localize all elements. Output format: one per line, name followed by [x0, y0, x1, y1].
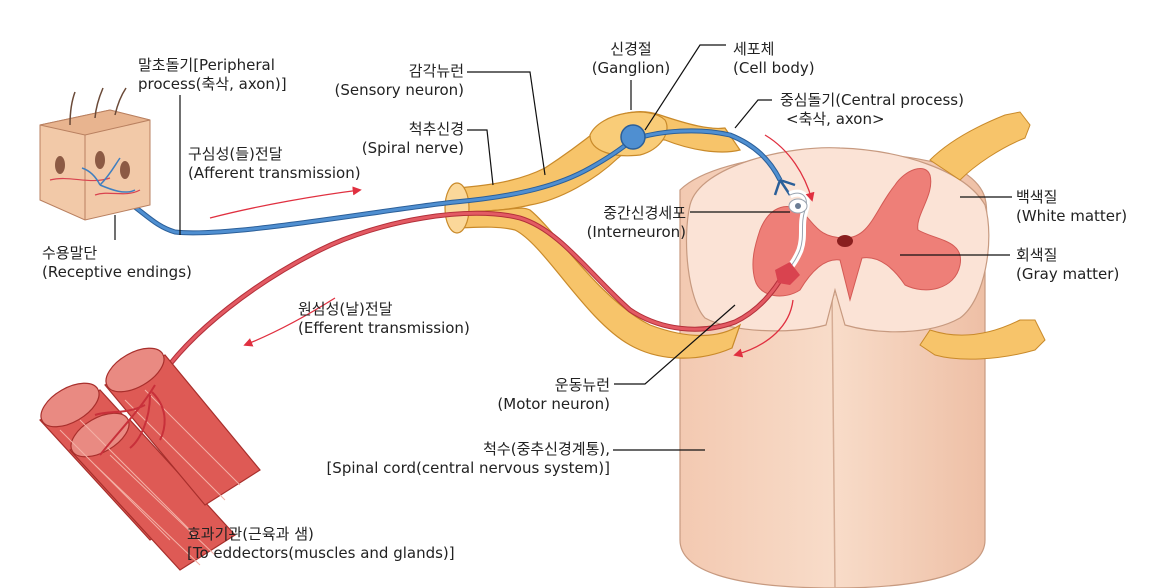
- label-ganglion: 신경절(Ganglion): [591, 40, 671, 77]
- cell-body: [620, 124, 646, 150]
- label-sensory-neuron: 감각뉴런(Sensory neuron): [334, 62, 464, 99]
- muscle-bundle: [39, 347, 261, 571]
- label-efferent-transmission: 원심성(날)전달(Efferent transmission): [298, 300, 470, 337]
- interneuron-cell: [782, 189, 810, 275]
- label-receptive-endings: 수용말단(Receptive endings): [42, 244, 192, 281]
- gray-matter: [752, 167, 961, 302]
- sensory-neuron-path: [98, 124, 796, 236]
- label-cell-body: 세포체(Cell body): [733, 40, 815, 77]
- skin-section: [39, 87, 151, 221]
- label-effectors: 효과기관(근육과 샘)[To eddectors(muscles and gla…: [187, 525, 455, 562]
- motor-neuron-path: [152, 210, 800, 387]
- label-white-matter: 백색질(White matter): [1016, 188, 1128, 225]
- right-nerve-root: [919, 111, 1046, 360]
- label-spinal-cord: 척수(중추신경계통),[Spinal cord(central nervous …: [326, 440, 610, 477]
- central-canal: [837, 235, 853, 247]
- transmission-arrows: [209, 134, 815, 358]
- label-interneuron: 중간신경세포(Interneuron): [586, 204, 686, 241]
- leader-lines: [114, 44, 1012, 451]
- label-central-process: 중심돌기(Central process)<축삭, axon>: [780, 91, 964, 128]
- label-gray-matter: 회색질(Gray matter): [1016, 246, 1120, 283]
- label-afferent-transmission: 구심성(들)전달(Afferent transmission): [188, 145, 361, 182]
- label-motor-neuron: 운동뉴런(Motor neuron): [497, 376, 610, 413]
- label-spiral-nerve: 척추신경(Spiral nerve): [361, 120, 464, 157]
